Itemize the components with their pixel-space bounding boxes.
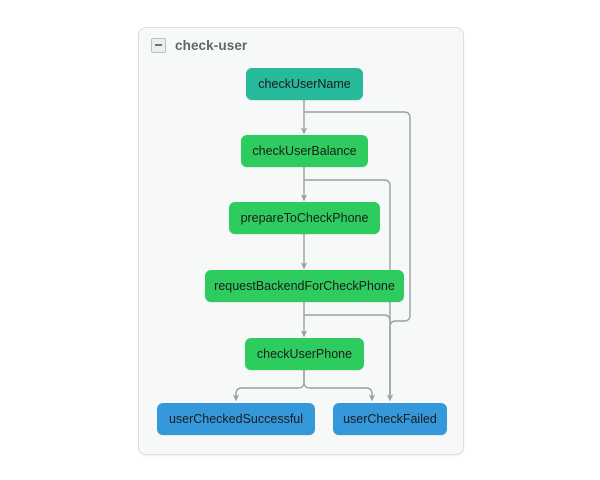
panel-header: check-user xyxy=(139,28,463,62)
node-userCheckFailed[interactable]: userCheckFailed xyxy=(333,403,447,435)
node-checkUserName[interactable]: checkUserName xyxy=(246,68,363,100)
minus-glyph xyxy=(155,44,162,46)
page-title: check-user xyxy=(175,37,248,53)
node-requestBackendForCheckPhone[interactable]: requestBackendForCheckPhone xyxy=(205,270,404,302)
node-checkUserBalance[interactable]: checkUserBalance xyxy=(241,135,368,167)
node-checkUserPhone[interactable]: checkUserPhone xyxy=(245,338,364,370)
node-userCheckedSuccessful[interactable]: userCheckedSuccessful xyxy=(157,403,315,435)
node-prepareToCheckPhone[interactable]: prepareToCheckPhone xyxy=(229,202,380,234)
minus-square-icon[interactable] xyxy=(151,37,166,53)
